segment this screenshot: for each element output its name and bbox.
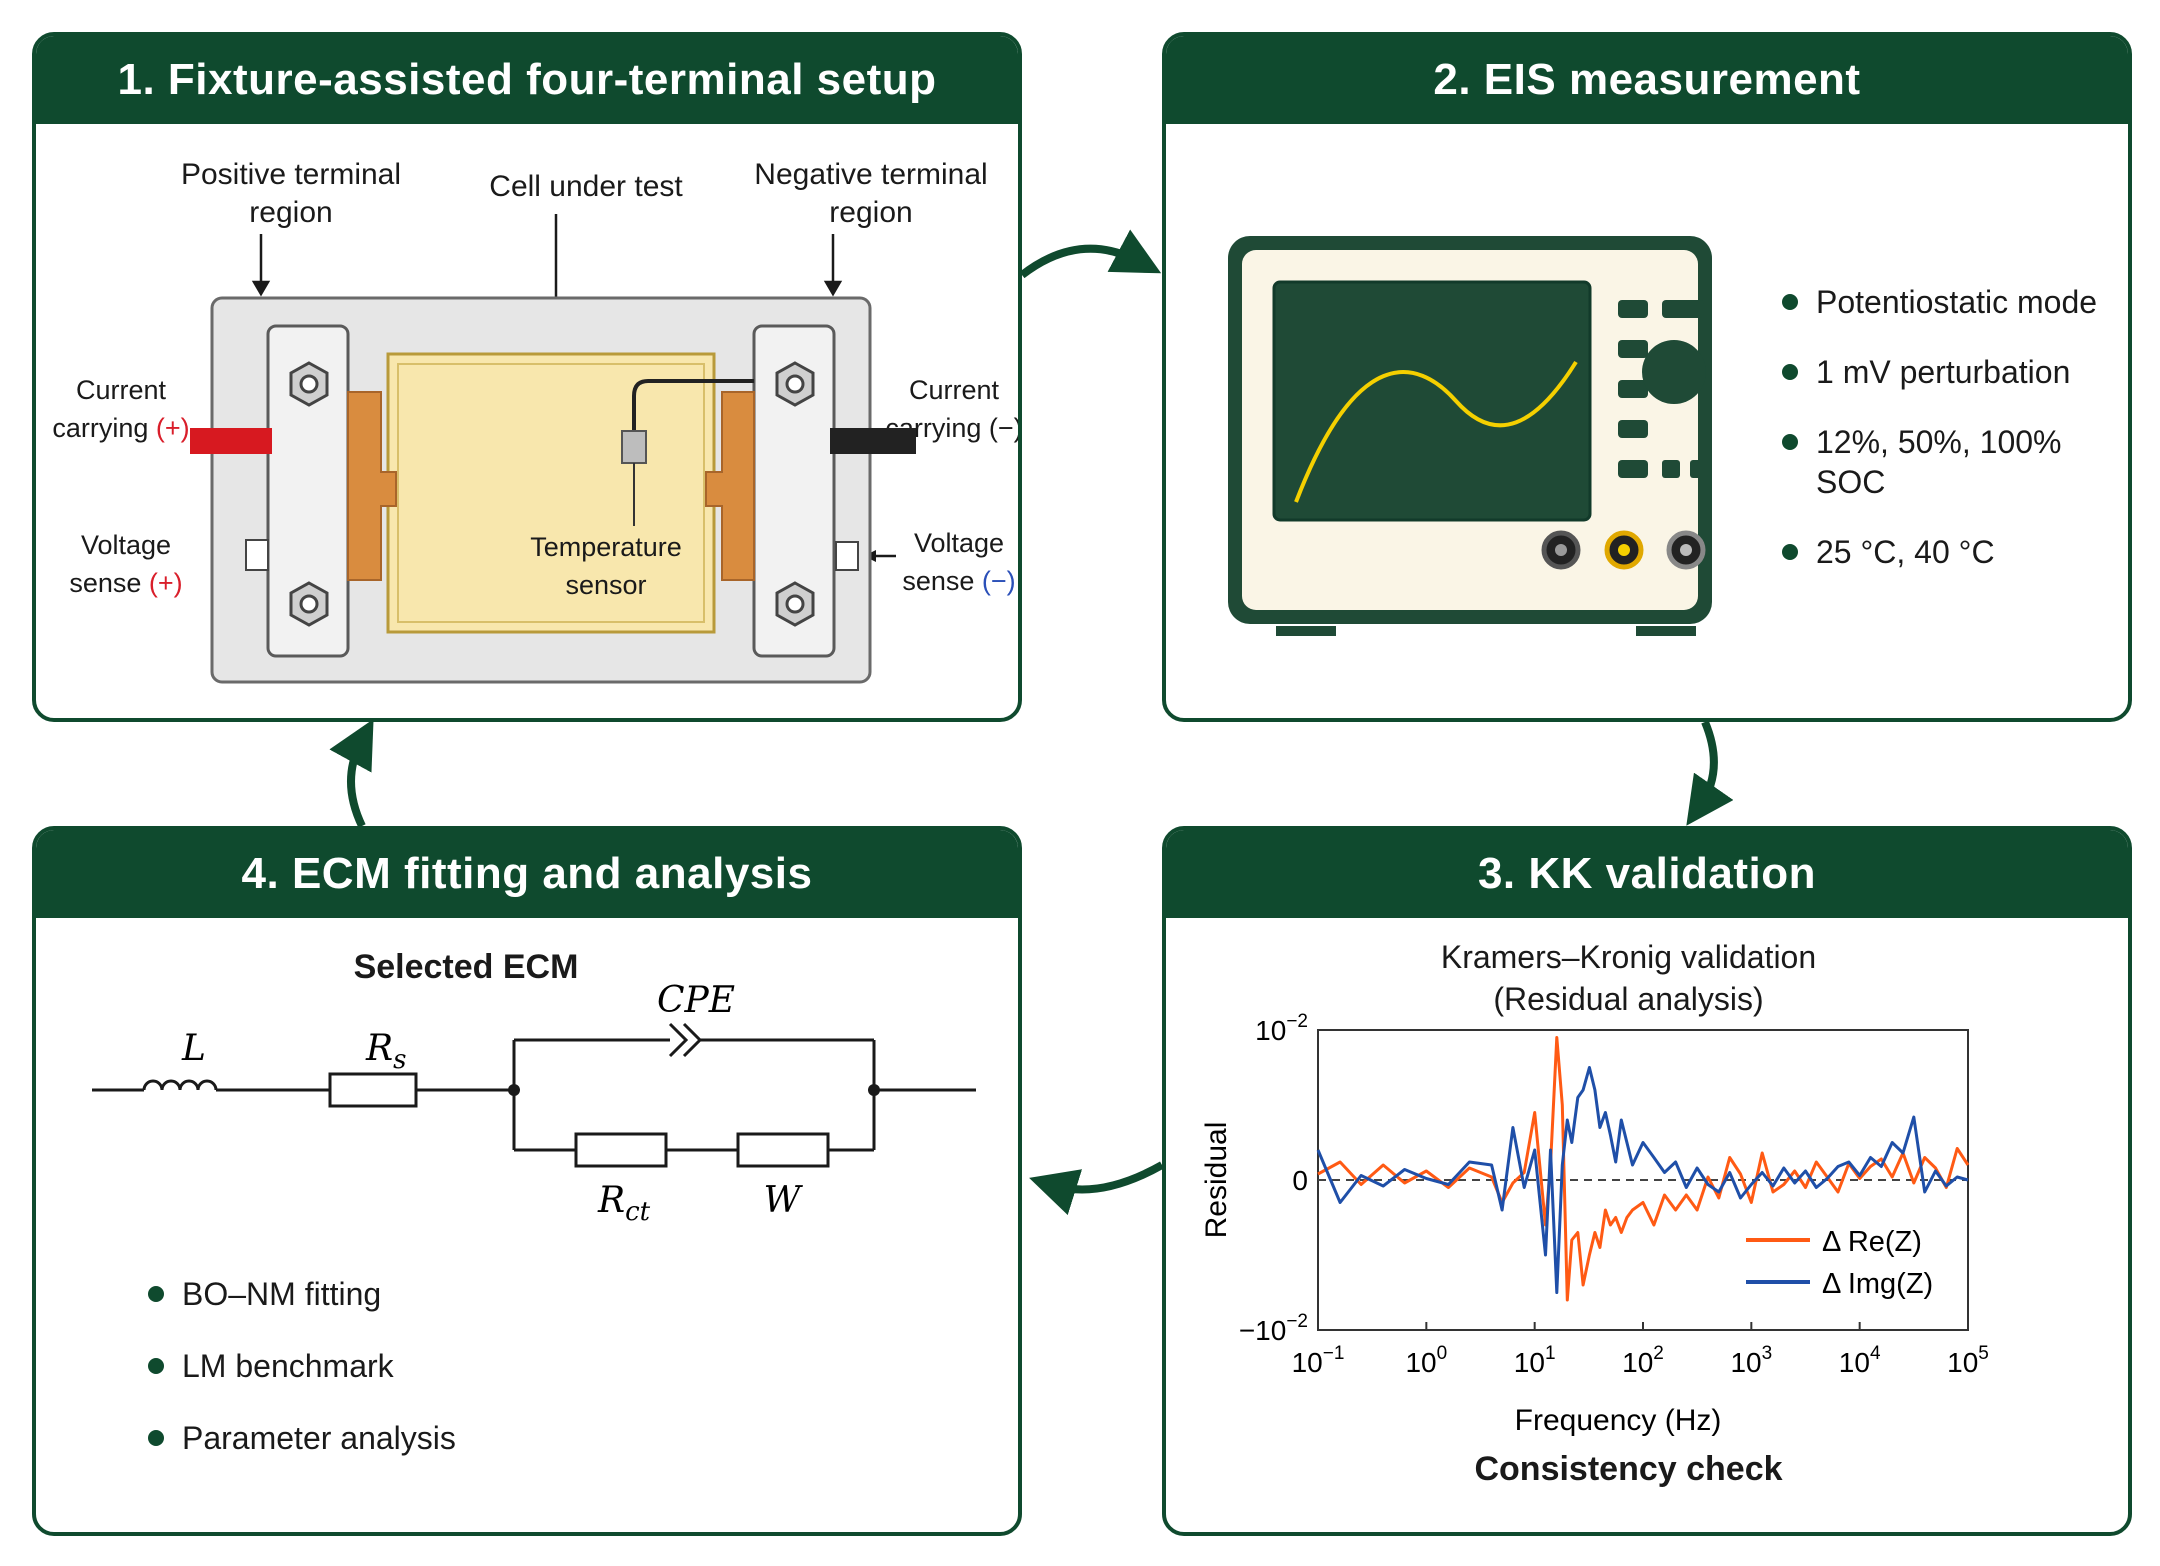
setup-panel: 1. Fixture-assisted four-terminal setup … <box>32 32 1022 722</box>
chart-title: Kramers–Kronig validation (Residual anal… <box>1440 939 1817 1017</box>
x-tick-label: 102 <box>1622 1343 1664 1378</box>
eis-settings-list: Potentiostatic mode 1 mV perturbation 12… <box>1778 282 2128 572</box>
y-tick-label: −10−2 <box>1239 1311 1308 1346</box>
x-tick-label: 10−1 <box>1292 1343 1345 1378</box>
warburg-label: W <box>763 1180 803 1221</box>
inductor-label: L <box>181 1028 206 1069</box>
eis-panel: 2. EIS measurement Potentiostatic mode 1… <box>1162 32 2132 722</box>
ecm-circuit-diagram: L Rs CPE Rct W <box>92 980 976 1227</box>
hex-nut-icon <box>775 581 815 627</box>
x-tick-label: 101 <box>1514 1343 1556 1378</box>
y-tick-label: 10−2 <box>1255 1011 1308 1046</box>
cpe-label: CPE <box>657 980 735 1021</box>
hex-nut-icon <box>289 361 329 407</box>
x-tick-label: 104 <box>1839 1343 1881 1378</box>
x-axis-label: Frequency (Hz) <box>1515 1404 1722 1437</box>
list-item: BO–NM fitting <box>144 1274 456 1314</box>
cycle-arrow-icon <box>329 718 374 828</box>
x-tick-label: 100 <box>1405 1343 1447 1378</box>
rs-label: Rs <box>365 1028 406 1075</box>
setup-panel-title: 1. Fixture-assisted four-terminal setup <box>36 36 1018 124</box>
voltage-sense-positive-label: Voltage sense (+) <box>69 530 183 598</box>
list-item: Potentiostatic mode <box>1778 282 2128 322</box>
potentiostat-icon <box>1228 236 1712 636</box>
hex-nut-icon <box>775 361 815 407</box>
series-line-re <box>1317 1036 1970 1302</box>
warburg-symbol <box>736 1132 830 1168</box>
x-tick-label: 103 <box>1730 1343 1772 1378</box>
resistor-rs-symbol <box>328 1072 418 1108</box>
rct-label: Rct <box>597 1180 651 1227</box>
cycle-arrow-icon <box>1029 1161 1164 1216</box>
legend-label-img: Δ Img(Z) <box>1822 1268 1933 1300</box>
selected-ecm-title: Selected ECM <box>353 948 579 986</box>
voltage-sense-negative-label: Voltage sense (−) <box>902 528 1016 596</box>
negative-terminal-label: Negative terminal region <box>754 158 988 229</box>
list-item: 12%, 50%, 100% SOC <box>1778 422 2128 502</box>
ecm-panel: 4. ECM fitting and analysis Selected ECM… <box>32 826 1022 1536</box>
inductor-symbol <box>142 1079 218 1091</box>
y-tick-label: 0 <box>1292 1165 1308 1196</box>
legend: Δ Re(Z) Δ Img(Z) <box>1746 1226 1933 1300</box>
cpe-symbol <box>668 1022 703 1058</box>
y-axis-label: Residual <box>1200 1122 1233 1239</box>
cycle-arrow-icon <box>1019 229 1162 279</box>
consistency-check-label: Consistency check <box>1474 1450 1783 1488</box>
list-item: 25 °C, 40 °C <box>1778 532 2128 572</box>
kk-panel: 3. KK validation Kramers–Kronig validati… <box>1162 826 2132 1536</box>
current-carrying-positive-label: Current carrying (+) <box>52 375 190 443</box>
hex-nut-icon <box>289 581 329 627</box>
analysis-steps-list: BO–NM fitting LM benchmark Parameter ana… <box>144 1274 456 1458</box>
residual-chart: 10−1 100 101 102 103 104 105 10−2 0 −10−2 Residu… <box>1200 1011 1989 1437</box>
cycle-arrow-icon <box>1686 720 1734 826</box>
positive-terminal-label: Positive terminal region <box>180 158 402 229</box>
series-line-img <box>1316 1066 1969 1294</box>
list-item: 1 mV perturbation <box>1778 352 2128 392</box>
temperature-sensor-label: Temperature sensor <box>530 532 682 600</box>
resistor-rct-symbol <box>574 1132 668 1168</box>
eis-panel-title: 2. EIS measurement <box>1166 36 2128 124</box>
list-item: LM benchmark <box>144 1346 456 1386</box>
legend-label-re: Δ Re(Z) <box>1822 1226 1922 1258</box>
list-item: Parameter analysis <box>144 1418 456 1458</box>
kk-panel-title: 3. KK validation <box>1166 830 2128 918</box>
x-tick-label: 105 <box>1947 1343 1989 1378</box>
ecm-panel-title: 4. ECM fitting and analysis <box>36 830 1018 918</box>
fixture-diagram <box>190 214 916 684</box>
cell-under-test-label: Cell under test <box>489 170 683 203</box>
